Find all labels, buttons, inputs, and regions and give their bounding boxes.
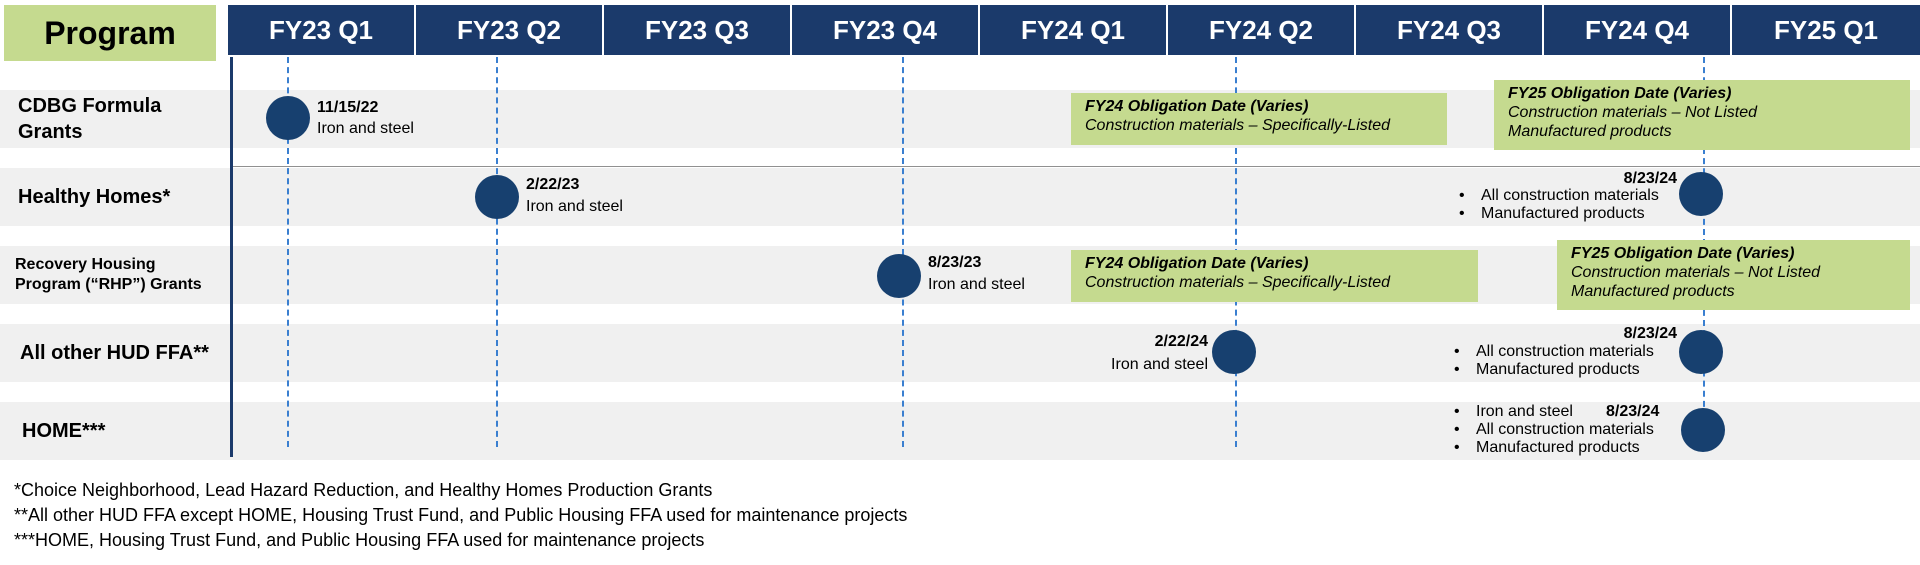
quarter-fy24-q4: FY24 Q4 [1544,5,1732,55]
milestone-date: 2/22/24 [1154,333,1208,350]
quarter-fy23-q2: FY23 Q2 [416,5,604,55]
row-label-rhp: Recovery Housing Program (“RHP”) Grants [15,256,202,293]
row-label-cdbg: CDBG Formula Grants [18,95,162,143]
milestone-marker [877,254,921,298]
milestone-marker [266,96,310,140]
quarter-fy24-q1: FY24 Q1 [980,5,1168,55]
milestone-marker [1681,408,1725,452]
obligation-box-line: Construction materials – Not Listed [1508,104,1757,121]
material-list: All construction materials Manufactured … [1448,343,1654,379]
milestone-date: 2/22/23 [526,176,580,193]
row-label-home: HOME*** [22,419,106,442]
material-item: Iron and steel [1448,403,1654,421]
obligation-box-line: Construction materials – Specifically-Li… [1085,117,1391,134]
row-separator [230,166,1920,167]
obligation-box-fy25: FY25 Obligation Date (Varies) Constructi… [1557,240,1910,310]
material-item: All construction materials [1448,421,1654,439]
milestone-note: Iron and steel [526,198,623,215]
obligation-box-line: Manufactured products [1571,283,1735,300]
material-item: Manufactured products [1448,439,1654,457]
row-label-healthy-homes: Healthy Homes* [18,185,171,208]
milestone-date: 8/23/24 [1623,325,1677,342]
obligation-box-title: FY24 Obligation Date (Varies) [1085,255,1309,272]
milestone-date: 11/15/22 [317,99,379,116]
timeline-axis [230,57,233,457]
obligation-box-title: FY24 Obligation Date (Varies) [1085,98,1309,115]
milestone-line-2-22-23 [496,57,498,447]
obligation-box-line: Construction materials – Specifically-Li… [1085,274,1391,291]
milestone-marker [1679,330,1723,374]
milestone-marker [1679,172,1723,216]
material-item: All construction materials [1448,343,1654,361]
obligation-box-fy24: FY24 Obligation Date (Varies) Constructi… [1071,250,1478,302]
material-list: Iron and steel All construction material… [1448,403,1654,457]
material-list: All construction materials Manufactured … [1453,187,1659,223]
quarter-fy23-q1: FY23 Q1 [228,5,416,55]
footnote: ***HOME, Housing Trust Fund, and Public … [14,530,705,550]
obligation-box-line: Construction materials – Not Listed [1571,264,1820,281]
milestone-marker [475,175,519,219]
milestone-note: Iron and steel [317,120,414,137]
material-item: Manufactured products [1453,205,1659,223]
milestone-line-8-23-23 [902,57,904,447]
obligation-box-title: FY25 Obligation Date (Varies) [1508,85,1732,102]
material-item: Manufactured products [1448,361,1654,379]
obligation-box-title: FY25 Obligation Date (Varies) [1571,245,1795,262]
obligation-box-fy24: FY24 Obligation Date (Varies) Constructi… [1071,93,1447,145]
quarter-fy23-q4: FY23 Q4 [792,5,980,55]
material-item: All construction materials [1453,187,1659,205]
quarter-fy23-q3: FY23 Q3 [604,5,792,55]
milestone-note: Iron and steel [928,276,1025,293]
obligation-box-fy25: FY25 Obligation Date (Varies) Constructi… [1494,80,1910,150]
milestone-line-11-15-22 [287,57,289,447]
milestone-date: 8/23/23 [928,254,982,271]
quarter-fy24-q3: FY24 Q3 [1356,5,1544,55]
quarter-fy24-q2: FY24 Q2 [1168,5,1356,55]
quarter-fy25-q1: FY25 Q1 [1732,5,1920,55]
obligation-box-line: Manufactured products [1508,123,1672,140]
row-label-all-other: All other HUD FFA** [20,341,209,364]
footnote: **All other HUD FFA except HOME, Housing… [14,505,908,525]
footnote: *Choice Neighborhood, Lead Hazard Reduct… [14,480,713,500]
milestone-date: 8/23/24 [1623,170,1677,187]
milestone-note: Iron and steel [1111,356,1208,373]
program-header: Program [4,5,216,61]
milestone-marker [1212,330,1256,374]
milestone-line-8-23-24 [1703,57,1705,417]
